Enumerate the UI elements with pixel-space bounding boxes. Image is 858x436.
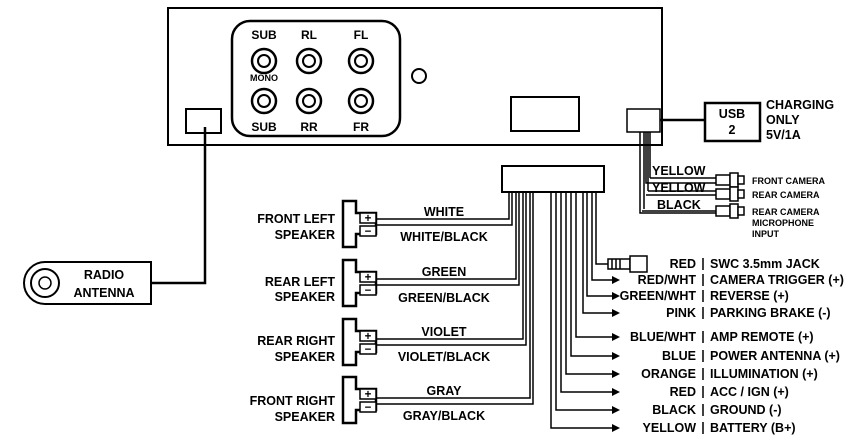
- rca-label-sub-bottom: SUB: [251, 120, 277, 134]
- harness-connector: [501, 165, 605, 193]
- rca-label-rl: RL: [301, 28, 317, 42]
- speaker-front-left-name-2: SPEAKER: [275, 228, 335, 242]
- rca-label-mono: MONO: [250, 73, 278, 83]
- harness-labels: RED SWC 3.5mm JACK RED/WHT CAMERA TRIGGE…: [620, 257, 844, 435]
- harness-color-7: RED: [670, 385, 696, 399]
- harness-color-5: BLUE: [662, 349, 696, 363]
- harness-function-6: ILLUMINATION (+): [710, 367, 818, 381]
- mic-label-3: INPUT: [752, 229, 780, 239]
- usb-box-label-2: 2: [729, 123, 736, 137]
- harness-function-8: GROUND (-): [710, 403, 782, 417]
- harness-wires: [550, 192, 612, 429]
- speaker-front-right-name-1: FRONT RIGHT: [250, 394, 336, 408]
- speaker-rear-right-minus-wire: VIOLET/BLACK: [398, 350, 490, 364]
- harness-color-3: PINK: [666, 306, 696, 320]
- display-slot: [510, 96, 580, 132]
- rear-left-minus-terminal: −: [365, 285, 372, 297]
- camera-wire-label-1: YELLOW: [652, 164, 706, 178]
- speaker-rear-right-name-1: REAR RIGHT: [257, 334, 335, 348]
- rca-label-fl: FL: [354, 28, 369, 42]
- antenna-label-1: RADIO: [84, 268, 125, 282]
- speaker-wires: [376, 192, 534, 405]
- rca-label-fr: FR: [353, 120, 369, 134]
- antenna-label-2: ANTENNA: [73, 286, 134, 300]
- harness-function-5: POWER ANTENNA (+): [710, 349, 840, 363]
- front-right-plus-terminal: +: [365, 389, 372, 401]
- rca-label-sub-top: SUB: [251, 28, 277, 42]
- antenna-cable: [151, 127, 207, 285]
- rca-panel: [230, 19, 402, 138]
- harness-function-1: CAMERA TRIGGER (+): [710, 273, 844, 287]
- speaker-front-left-minus-wire: WHITE/BLACK: [400, 230, 488, 244]
- swc-jack-plug: [607, 255, 648, 273]
- mic-label-1: REAR CAMERA: [752, 207, 820, 217]
- harness-function-7: ACC / IGN (+): [710, 385, 789, 399]
- head-unit-body: [167, 7, 663, 146]
- head-unit-knob: [411, 68, 427, 84]
- harness-color-0: RED: [670, 257, 696, 271]
- speaker-front-right: + −: [341, 375, 378, 425]
- camera-wire-label-3: BLACK: [657, 198, 701, 212]
- usb-box: [703, 101, 762, 143]
- mic-label-2: MICROPHONE: [752, 218, 814, 228]
- harness-function-9: BATTERY (B+): [710, 421, 796, 435]
- speaker-front-left: + −: [341, 199, 378, 249]
- camera-wire-label-2: YELLOW: [652, 181, 706, 195]
- rear-left-plus-terminal: +: [365, 272, 372, 284]
- speaker-rear-left-name-2: SPEAKER: [275, 290, 335, 304]
- harness-function-3: PARKING BRAKE (-): [710, 306, 831, 320]
- usb-note-2: ONLY: [766, 113, 800, 127]
- speaker-rear-left-minus-wire: GREEN/BLACK: [398, 291, 490, 305]
- rear-camera-label: REAR CAMERA: [752, 190, 820, 200]
- speaker-rear-right: + −: [341, 317, 378, 367]
- speaker-front-right-plus-wire: GRAY: [427, 384, 463, 398]
- usb-socket: [626, 108, 661, 133]
- antenna-plug-ring: [30, 268, 60, 298]
- speaker-front-right-minus-wire: GRAY/BLACK: [403, 409, 485, 423]
- front-camera-label: FRONT CAMERA: [752, 176, 825, 186]
- rear-right-minus-terminal: −: [365, 344, 372, 356]
- front-left-plus-terminal: +: [365, 213, 372, 225]
- harness-color-2: GREEN/WHT: [620, 289, 697, 303]
- usb-note-3: 5V/1A: [766, 128, 801, 142]
- camera-wires: [639, 132, 716, 214]
- harness-color-6: ORANGE: [641, 367, 696, 381]
- usb-box-label-1: USB: [719, 107, 745, 121]
- front-right-minus-terminal: −: [365, 402, 372, 414]
- harness-color-1: RED/WHT: [638, 273, 697, 287]
- speaker-rear-right-name-2: SPEAKER: [275, 350, 335, 364]
- speaker-front-left-plus-wire: WHITE: [424, 205, 464, 219]
- harness-color-4: BLUE/WHT: [630, 330, 696, 344]
- antenna-plug: [23, 261, 152, 305]
- harness-function-4: AMP REMOTE (+): [710, 330, 814, 344]
- harness-function-0: SWC 3.5mm JACK: [710, 257, 820, 271]
- harness-function-2: REVERSE (+): [710, 289, 789, 303]
- rca-jacks: [250, 47, 375, 115]
- harness-color-9: YELLOW: [643, 421, 697, 435]
- rear-right-plus-terminal: +: [365, 331, 372, 343]
- harness-color-8: BLACK: [652, 403, 696, 417]
- front-left-minus-terminal: −: [365, 226, 372, 238]
- rca-label-rr: RR: [300, 120, 318, 134]
- speaker-rear-left-plus-wire: GREEN: [422, 265, 466, 279]
- usb-note-1: CHARGING: [766, 98, 834, 112]
- harness-arrowheads: [612, 276, 620, 432]
- camera-plugs: [715, 172, 745, 219]
- antenna-socket: [185, 108, 222, 134]
- antenna-plug-pin: [38, 276, 52, 290]
- speaker-rear-left-name-1: REAR LEFT: [265, 275, 336, 289]
- speaker-front-left-name-1: FRONT LEFT: [257, 212, 335, 226]
- speaker-rear-right-plus-wire: VIOLET: [421, 325, 467, 339]
- speaker-rear-left: + −: [341, 258, 378, 308]
- speaker-front-right-name-2: SPEAKER: [275, 410, 335, 424]
